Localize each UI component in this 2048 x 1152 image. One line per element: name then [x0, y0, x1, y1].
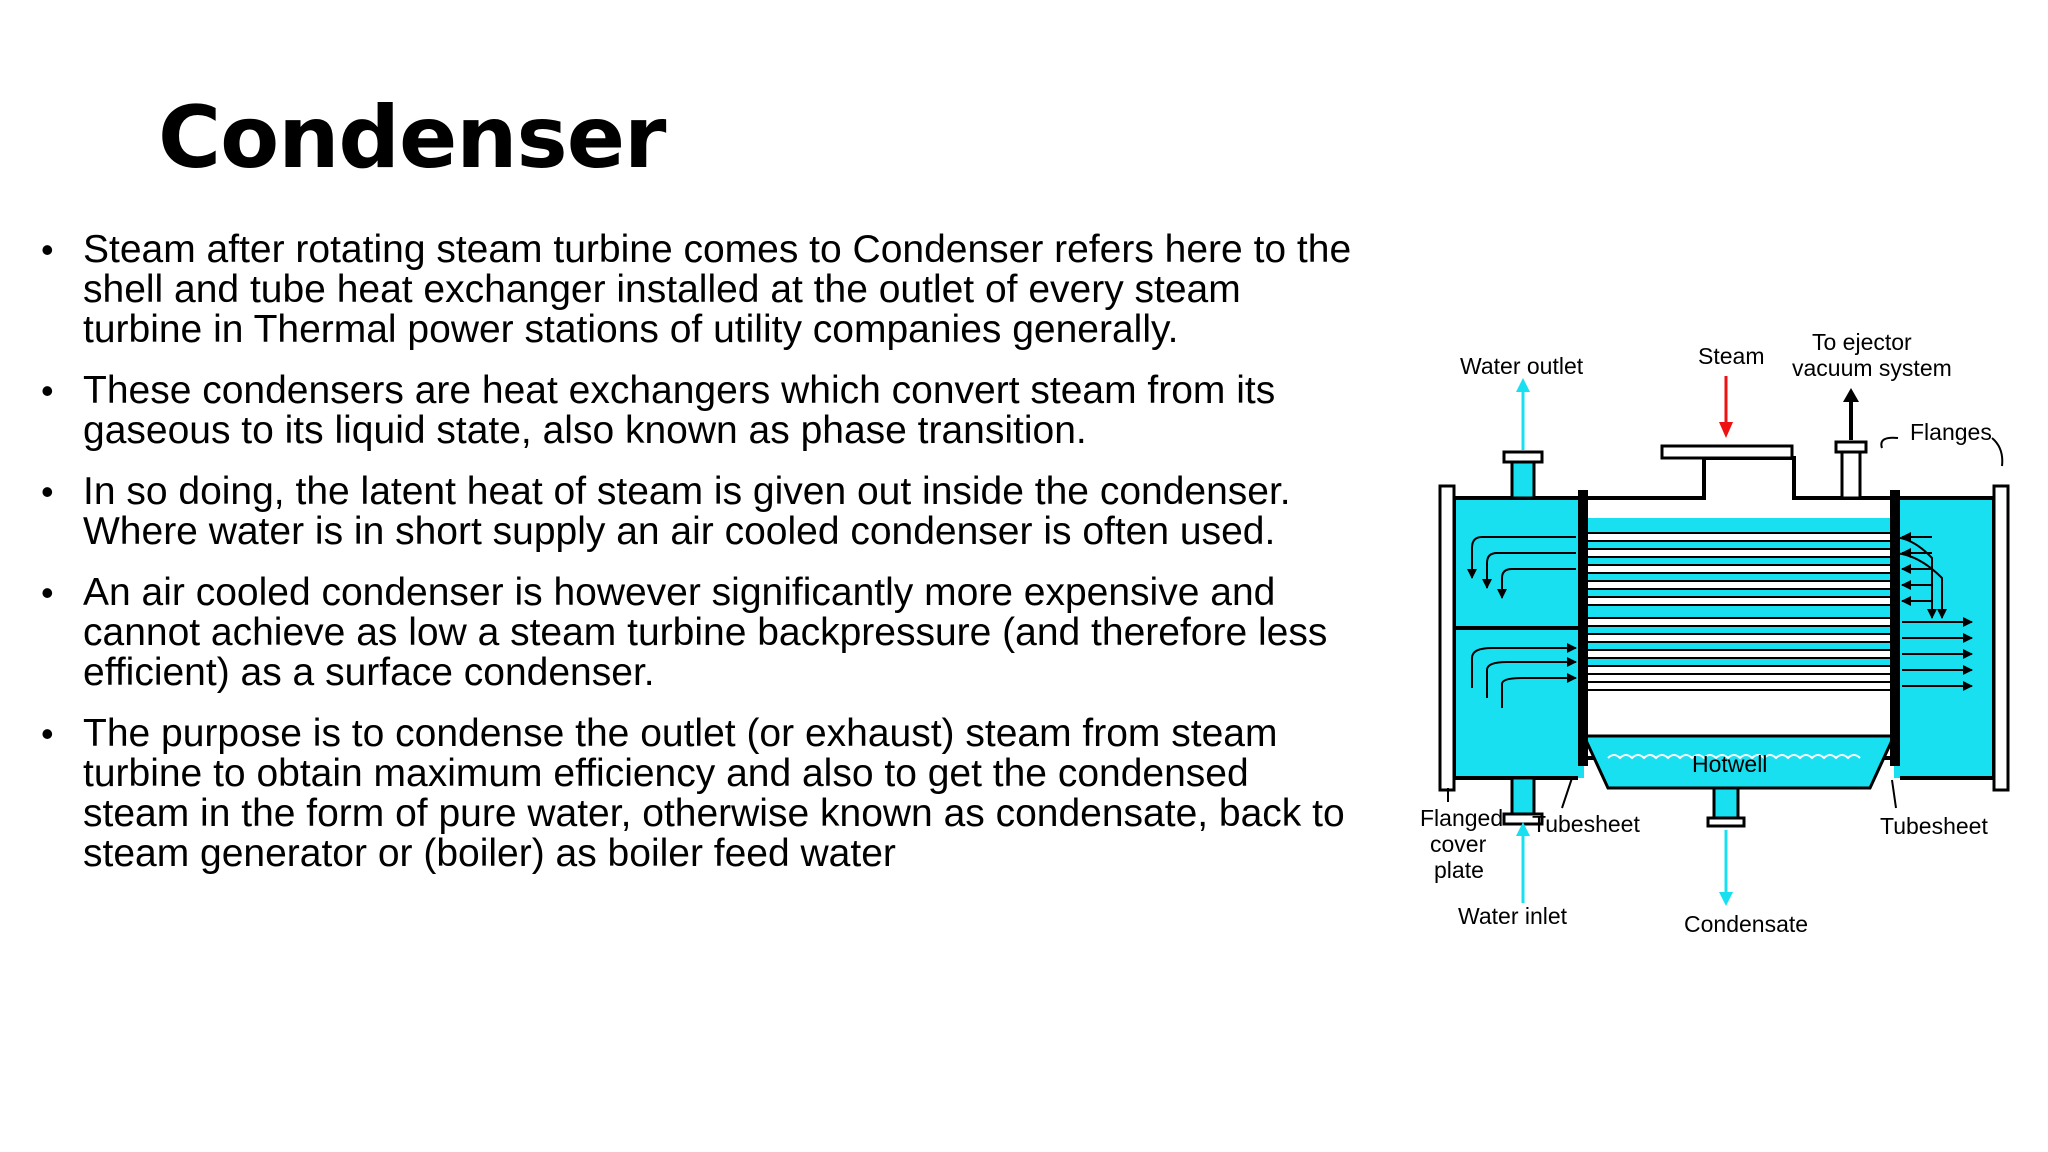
bullet-icon: •: [41, 572, 54, 613]
bullet-item: • Steam after rotating steam turbine com…: [38, 230, 1358, 350]
label-tubesheet-right: Tubesheet: [1880, 813, 1988, 839]
hotwell: [1581, 734, 1897, 790]
steam-arrow-head: [1719, 422, 1733, 438]
tubesheet-right-leader: [1891, 779, 1897, 809]
label-to-ejector-2: vacuum system: [1792, 355, 1952, 381]
bullet-icon: •: [41, 471, 54, 512]
label-hotwell: Hotwell: [1692, 751, 1767, 777]
slide-title: Condenser: [158, 88, 666, 188]
water-outlet-nozzle: [1510, 456, 1536, 500]
tubesheet-left-plate: [1578, 490, 1588, 766]
water-outlet-arrow-head: [1516, 378, 1530, 392]
bullet-text: The purpose is to condense the outlet (o…: [83, 712, 1345, 875]
label-steam: Steam: [1698, 343, 1764, 369]
label-water-outlet: Water outlet: [1460, 353, 1584, 379]
water-inlet-nozzle: [1510, 776, 1536, 820]
label-flanged-1: Flanged: [1420, 805, 1503, 831]
label-tubesheet-left: Tubesheet: [1532, 811, 1640, 837]
left-water-box: [1454, 498, 1584, 778]
bullet-text: In so doing, the latent heat of steam is…: [83, 470, 1291, 553]
label-flanged-2: cover: [1430, 831, 1487, 857]
bullet-text: An air cooled condenser is however signi…: [83, 571, 1328, 694]
bullet-text: These condensers are heat exchangers whi…: [83, 369, 1276, 452]
bullet-item: • In so doing, the latent heat of steam …: [38, 472, 1358, 552]
label-to-ejector-1: To ejector: [1812, 329, 1912, 355]
water-outlet-flange: [1502, 450, 1544, 464]
tubesheet-right-plate: [1890, 490, 1900, 766]
bullet-item: • These condensers are heat exchangers w…: [38, 371, 1358, 451]
bullet-list: • Steam after rotating steam turbine com…: [38, 230, 1358, 895]
bullet-icon: •: [41, 370, 54, 411]
flow-arrows: [1467, 532, 1973, 708]
bullet-text: Steam after rotating steam turbine comes…: [83, 228, 1352, 351]
ejector-flange: [1834, 440, 1868, 454]
label-flanged-3: plate: [1434, 857, 1484, 883]
bullet-item: • The purpose is to condense the outlet …: [38, 714, 1358, 874]
hotwell-surface: [1607, 754, 1861, 760]
ejector-arrow-head: [1843, 388, 1859, 402]
steam-inlet-flange: [1660, 444, 1794, 460]
water-inlet-arrow-head: [1516, 822, 1530, 836]
condenser-diagram: Water outlet Steam To ejector vacuum sys…: [1420, 329, 2010, 937]
bullet-item: • An air cooled condenser is however sig…: [38, 573, 1358, 693]
bullet-icon: •: [41, 713, 54, 754]
tubesheet-left-leader: [1561, 777, 1573, 809]
flanges-leader: [1880, 436, 2004, 467]
right-cover-plate: [1992, 484, 2010, 792]
bullet-icon: •: [41, 229, 54, 270]
label-condensate: Condensate: [1684, 911, 1808, 937]
label-flanges: Flanges: [1910, 419, 1992, 445]
condensate-pipe: [1712, 786, 1740, 820]
condensate-flange: [1706, 816, 1746, 828]
left-cover-plate: [1438, 484, 1456, 792]
condensate-arrow-head: [1719, 892, 1733, 906]
ejector-pipe: [1840, 446, 1862, 500]
label-water-inlet: Water inlet: [1458, 903, 1568, 929]
